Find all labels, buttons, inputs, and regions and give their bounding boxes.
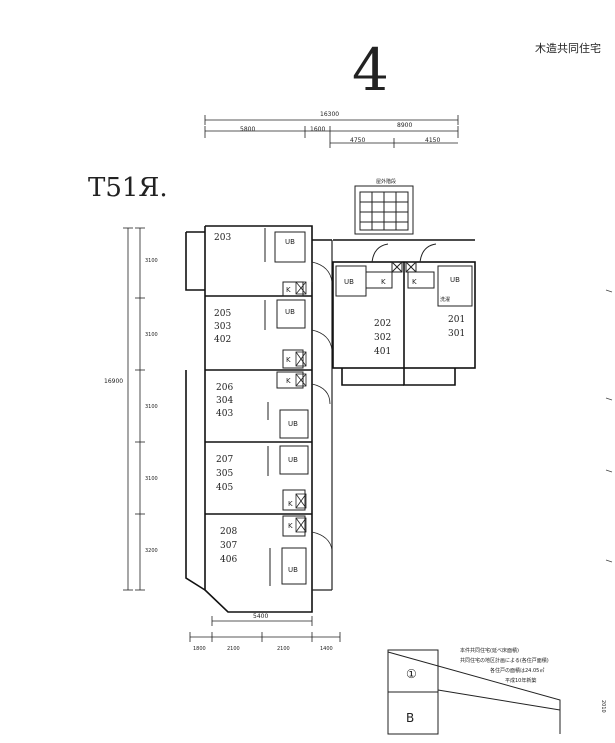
ub-label: UB xyxy=(288,420,298,428)
notes-block: 本件共同住宅(延べ床面積) 共同住宅の地区計画による(各住戸面積) 各住戸の面積… xyxy=(460,647,549,684)
left-wing-partitions xyxy=(264,228,309,586)
top-sub-left-dim: 4750 xyxy=(350,137,365,144)
kitchen-label: K xyxy=(286,377,291,385)
building-code: T51Я. xyxy=(88,173,168,203)
top-mid-dim: 1600 xyxy=(310,126,325,133)
left-dim-1: 3100 xyxy=(145,258,158,264)
left-wing-walls xyxy=(185,225,332,613)
left-wing-corridor xyxy=(312,240,333,591)
bottom-dimension-lines xyxy=(189,616,341,642)
room-labels-left: 203 205 303 402 206 304 403 207 305 405 … xyxy=(214,233,237,565)
left-total-dim: 16900 xyxy=(104,378,123,385)
top-left-dim: 5800 xyxy=(240,126,255,133)
ub-label: UB xyxy=(285,238,295,246)
room-label: 305 xyxy=(216,469,233,479)
stair-label: 屋外階段 xyxy=(376,178,396,185)
left-wing-doors xyxy=(311,261,333,551)
bottom-dim-2: 2100 xyxy=(227,646,240,652)
legend-block xyxy=(387,649,561,735)
right-wing-partitions xyxy=(335,243,473,307)
corner-label: 木造共同住宅 xyxy=(535,41,601,55)
room-label: 406 xyxy=(220,555,237,565)
edge-text: 2010 xyxy=(600,700,606,713)
left-dim-4: 3100 xyxy=(145,476,158,482)
room-labels-right: 202 302 401 201 301 xyxy=(374,315,465,357)
room-label: 301 xyxy=(448,329,465,339)
left-dim-2: 3100 xyxy=(145,332,158,338)
right-wing-walls xyxy=(332,239,476,386)
page-number: 4 xyxy=(352,36,389,104)
kitchen-label: K xyxy=(286,286,291,294)
fixture-labels: UB K UB K K UB UB K K UB UB K K UB 洗濯 xyxy=(285,238,460,574)
kitchen-label: K xyxy=(288,500,293,508)
room-label: 401 xyxy=(374,347,391,357)
room-label: 405 xyxy=(216,483,233,493)
bottom-dim-3: 2100 xyxy=(277,646,290,652)
bottom-total-dim: 5400 xyxy=(253,613,268,620)
ub-label: UB xyxy=(344,278,354,286)
note-line: 平成10年新築 xyxy=(505,677,536,684)
ub-label: UB xyxy=(288,456,298,464)
top-dimension-lines xyxy=(204,115,459,148)
ub-label: UB xyxy=(285,308,295,316)
kitchen-label: K xyxy=(288,522,293,530)
top-total-dim: 16300 xyxy=(320,111,339,118)
ub-label: UB xyxy=(288,566,298,574)
kitchen-label: K xyxy=(381,278,386,286)
bottom-dim-4: 1400 xyxy=(320,646,333,652)
note-line: 本件共同住宅(延べ床面積) xyxy=(460,647,519,654)
note-line: 各住戸の面積は24.05㎡ xyxy=(490,667,544,674)
room-label: 402 xyxy=(214,335,231,345)
room-label: 202 xyxy=(374,319,391,329)
legend-mark-2: B xyxy=(406,711,414,725)
room-label: 207 xyxy=(216,455,233,465)
room-label: 206 xyxy=(216,383,233,393)
room-label: 205 xyxy=(214,309,231,319)
edge-marks xyxy=(605,289,613,563)
left-dimension-lines xyxy=(123,227,145,591)
note-line: 共同住宅の地区計画による(各住戸面積) xyxy=(460,657,549,664)
room-label: 201 xyxy=(448,315,465,325)
top-right-dim: 8900 xyxy=(397,122,412,129)
washroom-label: 洗濯 xyxy=(440,296,450,303)
room-label: 203 xyxy=(214,233,231,243)
bottom-dim-1: 1800 xyxy=(193,646,206,652)
room-label: 303 xyxy=(214,322,231,332)
exterior-stair xyxy=(354,185,414,235)
room-label: 302 xyxy=(374,333,391,343)
top-sub-right-dim: 4150 xyxy=(425,137,440,144)
room-label: 403 xyxy=(216,409,233,419)
room-label: 304 xyxy=(216,396,233,406)
left-dim-3: 3100 xyxy=(145,404,158,410)
legend-mark-1: ① xyxy=(406,667,417,681)
ub-label: UB xyxy=(450,276,460,284)
kitchen-label: K xyxy=(412,278,417,286)
kitchen-label: K xyxy=(286,356,291,364)
room-label: 307 xyxy=(220,541,237,551)
room-label: 208 xyxy=(220,527,237,537)
left-dim-5: 3200 xyxy=(145,548,158,554)
left-wing-fixtures xyxy=(295,281,307,533)
